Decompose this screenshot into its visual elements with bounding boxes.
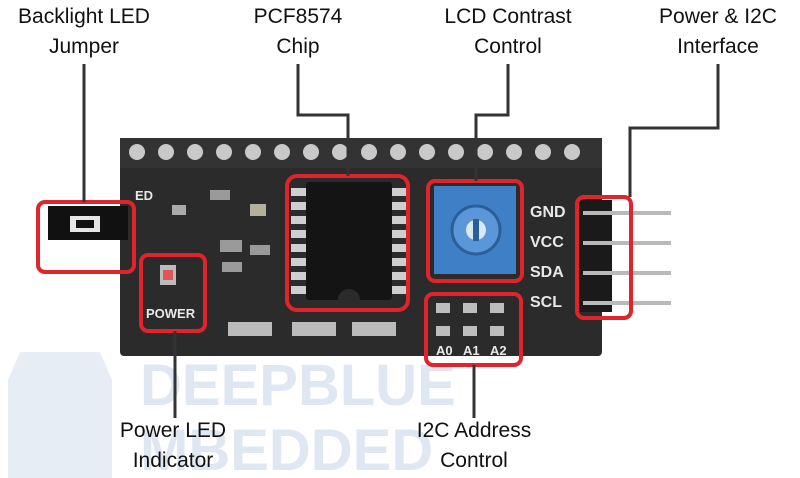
callout-power-led-line2: Indicator [132, 449, 214, 472]
watermark: DEEPBLUE MBEDDED [8, 352, 456, 478]
callout-pcf8574-line2: Chip [276, 35, 320, 58]
callout-backlight-line1: Backlight LED [18, 5, 150, 28]
callout-contrast-line2: Control [474, 35, 542, 58]
watermark-line1: DEEPBLUE [140, 353, 456, 418]
callout-power-i2c: Power & I2C Interface [640, 2, 796, 62]
watermark-logo-icon [8, 352, 112, 478]
pin-label-scl: SCL [530, 294, 562, 311]
highlight-backlight-jumper [36, 200, 136, 274]
callout-backlight-line2: Jumper [48, 35, 120, 58]
callout-pcf8574: PCF8574 Chip [233, 2, 363, 62]
callout-power-led-line1: Power LED [119, 419, 227, 442]
pcf8574-chip [291, 182, 406, 300]
callout-power-i2c-line1: Power & I2C [659, 5, 777, 28]
callout-contrast-line1: LCD Contrast [444, 5, 572, 28]
callout-power-i2c-line2: Interface [677, 35, 759, 58]
leader-pcf8574 [296, 64, 350, 176]
callout-power-led: Power LED Indicator [98, 416, 248, 476]
pin-label-sda: SDA [530, 264, 564, 281]
backlight-jumper [48, 206, 128, 240]
smd-components [172, 190, 396, 336]
callout-pcf8574-line1: PCF8574 [253, 5, 343, 28]
leader-power-i2c [628, 64, 720, 197]
i2c-header-pins [578, 200, 671, 312]
power-led-lens [163, 270, 173, 280]
address-a2-label: A2 [490, 343, 507, 358]
silk-power-label: POWER [146, 306, 196, 321]
lcd-header-pins [129, 144, 580, 160]
leader-contrast [474, 64, 510, 181]
address-a0-label: A0 [436, 343, 453, 358]
callout-address-line1: I2C Address [416, 419, 532, 442]
callout-backlight-jumper: Backlight LED Jumper [0, 2, 168, 62]
callout-contrast: LCD Contrast Control [418, 2, 598, 62]
address-pads [436, 303, 504, 336]
watermark-line2: MBEDDED [140, 418, 433, 478]
address-a1-label: A1 [463, 343, 480, 358]
pin-label-vcc: VCC [530, 234, 564, 251]
highlight-power-led [139, 253, 207, 333]
callout-address-line2: Control [440, 449, 508, 472]
pin-label-gnd: GND [530, 204, 566, 221]
silk-led-label: ED [135, 188, 153, 203]
highlight-power-i2c [575, 195, 633, 320]
callout-address: I2C Address Control [396, 416, 552, 476]
contrast-potentiometer [434, 186, 516, 274]
